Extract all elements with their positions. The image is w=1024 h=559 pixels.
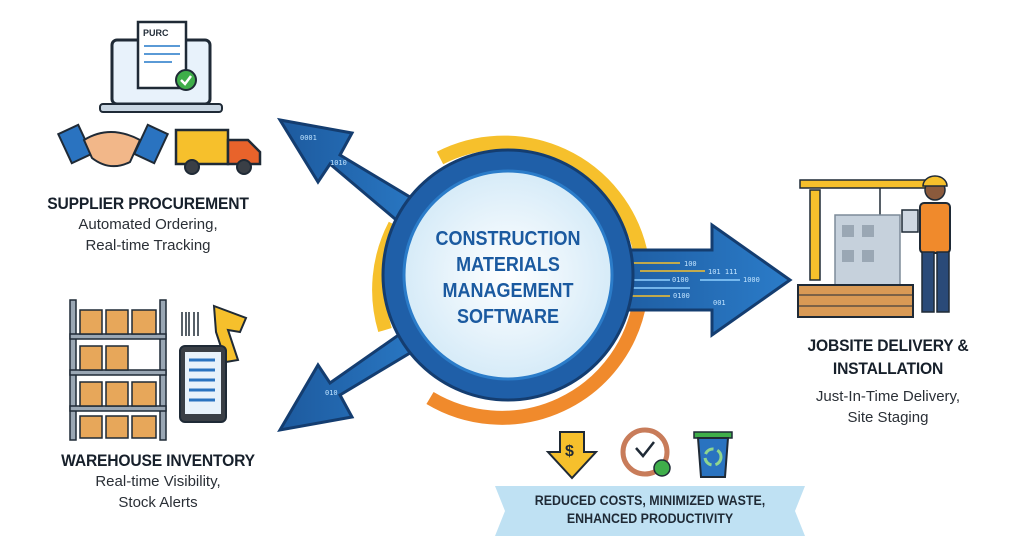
crane-building-icon [797, 179, 931, 318]
jobsite-section: JOBSITE DELIVERY & INSTALLATION Just-In-… [778, 334, 998, 428]
supplier-title: SUPPLIER PROCUREMENT [47, 194, 249, 213]
laptop-icon: PURC [99, 20, 223, 113]
benefits-line: ENHANCED PRODUCTIVITY [566, 511, 734, 526]
data-stream-label: 0100 [673, 292, 690, 300]
jobsite-title: INSTALLATION [832, 359, 944, 378]
core-title-line: MATERIALS [456, 254, 560, 276]
warehouse-section: WAREHOUSE INVENTORY Real-time Visibility… [28, 451, 288, 513]
warehouse-shelf-icon [69, 299, 167, 441]
document-label: PURC [143, 28, 169, 38]
clock-check-icon [620, 427, 671, 477]
orange-arc [426, 298, 647, 425]
data-stream-label: 1010 [330, 159, 347, 167]
arrow-to-jobsite: 100 101 111 0100 1000 0100 001 [598, 222, 793, 338]
data-stream-label: 101 111 [708, 268, 738, 276]
benefits-text: REDUCED COSTS, MINIMIZED WASTE, ENHANCED… [517, 492, 784, 528]
data-stream-label: 1000 [743, 276, 760, 284]
benefits-line: REDUCED COSTS, MINIMIZED WASTE, [534, 493, 766, 508]
supplier-line: Real-time Tracking [85, 237, 211, 254]
handshake-icon [56, 123, 170, 168]
supplier-section: SUPPLIER PROCUREMENT Automated Ordering,… [28, 194, 268, 256]
supplier-line: Automated Ordering, [78, 216, 218, 233]
svg-text:$: $ [565, 443, 574, 460]
core-title: CONSTRUCTION MATERIALS MANAGEMENT SOFTWA… [427, 226, 589, 330]
core-title-line: CONSTRUCTION [435, 228, 581, 250]
data-stream-label: 0100 [672, 276, 689, 284]
core-title-line: MANAGEMENT [442, 280, 574, 302]
jobsite-line: Just-In-Time Delivery, [815, 388, 961, 405]
truck-icon [174, 128, 262, 175]
warehouse-line: Stock Alerts [118, 494, 198, 511]
warehouse-line: Real-time Visibility, [95, 473, 221, 490]
dollar-down-icon: $ [545, 431, 599, 480]
warehouse-title: WAREHOUSE INVENTORY [61, 451, 255, 470]
data-stream-label: 010 [325, 389, 338, 397]
data-stream-label: 001 [713, 299, 726, 307]
core-title-line: SOFTWARE [456, 306, 560, 328]
data-stream-label: 100 [684, 260, 697, 268]
yellow-arc [436, 135, 647, 252]
recycle-bin-icon [693, 431, 733, 478]
tablet-checklist-icon [179, 345, 227, 423]
benefits-ribbon [495, 486, 805, 536]
jobsite-title: JOBSITE DELIVERY & [807, 336, 969, 355]
core-disc [402, 169, 614, 381]
data-stream-label: 0001 [300, 134, 317, 142]
construction-worker-icon [901, 175, 951, 313]
jobsite-line: Site Staging [847, 409, 929, 426]
